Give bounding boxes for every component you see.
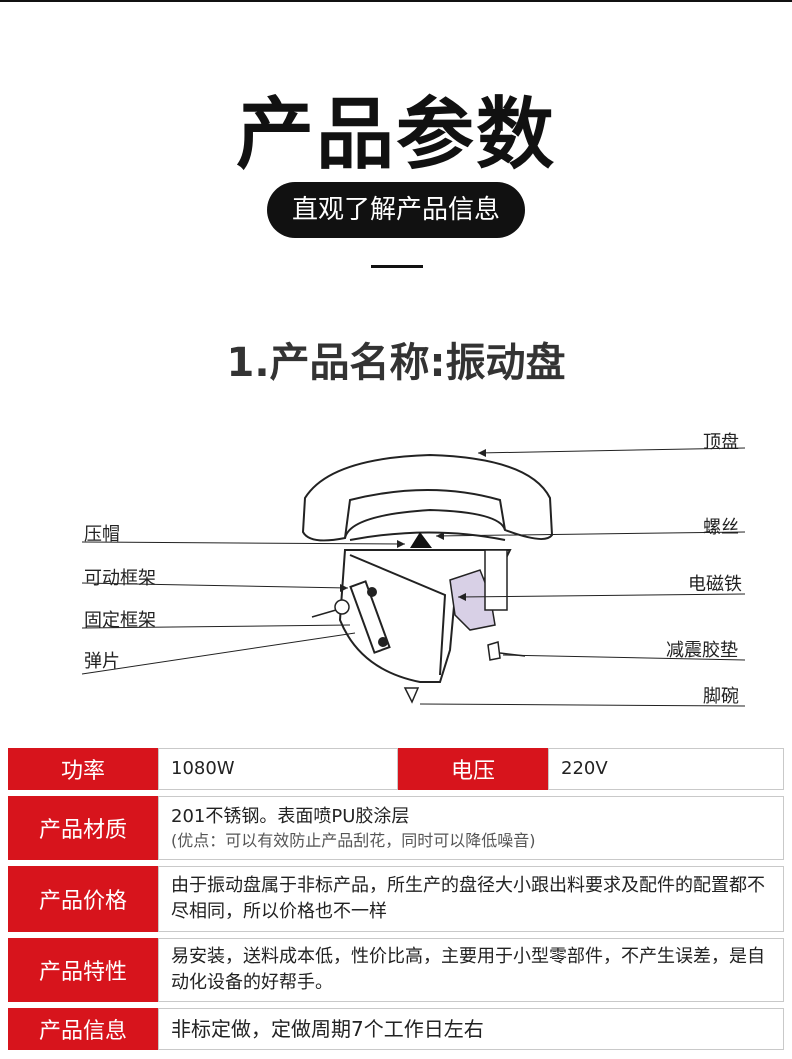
label-movable-frame: 可动框架 — [84, 568, 156, 589]
voltage-value: 220V — [548, 748, 784, 790]
spec-row-power-voltage: 功率 1080W 电压 220V — [8, 748, 784, 790]
spec-row-material: 产品材质 201不锈钢。表面喷PU胶涂层 (优点：可以有效防止产品刮花，同时可以… — [8, 796, 784, 860]
feature-value: 易安装，送料成本低，性价比高，主要用于小型零部件，不产生误差，是自动化设备的好帮… — [158, 938, 784, 1002]
label-screw: 螺丝 — [703, 517, 739, 538]
product-name-heading: 1.产品名称:振动盘 — [226, 340, 566, 386]
material-note: (优点：可以有效防止产品刮花，同时可以降低噪音) — [171, 831, 536, 850]
section-pill: 直观了解产品信息 — [267, 182, 525, 238]
price-label: 产品价格 — [8, 866, 158, 932]
top-divider — [0, 0, 792, 2]
spec-row-price: 产品价格 由于振动盘属于非标产品，所生产的盘径大小跟出料要求及配件的配置都不尽相… — [8, 866, 784, 932]
vibration-bowl-diagram: 顶盘 螺丝 电磁铁 减震胶垫 脚碗 压帽 可动框架 固定框架 弹片 — [0, 420, 792, 720]
price-value: 由于振动盘属于非标产品，所生产的盘径大小跟出料要求及配件的配置都不尽相同，所以价… — [158, 866, 784, 932]
label-foot-cup: 脚碗 — [703, 686, 739, 707]
spec-table: 功率 1080W 电压 220V 产品材质 201不锈钢。表面喷PU胶涂层 (优… — [8, 748, 784, 1056]
power-label: 功率 — [8, 748, 158, 790]
label-electromagnet: 电磁铁 — [688, 574, 742, 595]
material-cell: 201不锈钢。表面喷PU胶涂层 (优点：可以有效防止产品刮花，同时可以降低噪音) — [158, 796, 784, 860]
spec-row-feature: 产品特性 易安装，送料成本低，性价比高，主要用于小型零部件，不产生误差，是自动化… — [8, 938, 784, 1002]
bowl-illustration — [81, 447, 746, 707]
material-value: 201不锈钢。表面喷PU胶涂层 — [171, 806, 410, 827]
label-spring-plate: 弹片 — [84, 651, 120, 672]
info-label: 产品信息 — [8, 1008, 158, 1050]
page-title: 产品参数 — [235, 90, 556, 180]
info-value: 非标定做，定做周期7个工作日左右 — [158, 1008, 784, 1050]
power-value: 1080W — [158, 748, 398, 790]
label-pressure-cap: 压帽 — [84, 524, 120, 545]
label-rubber-pad: 减震胶垫 — [666, 640, 738, 661]
spec-row-info: 产品信息 非标定做，定做周期7个工作日左右 — [8, 1008, 784, 1050]
material-label: 产品材质 — [8, 796, 158, 860]
voltage-label: 电压 — [398, 748, 548, 790]
short-divider — [371, 265, 423, 268]
feature-label: 产品特性 — [8, 938, 158, 1002]
label-fixed-frame: 固定框架 — [84, 610, 156, 631]
label-top-plate: 顶盘 — [703, 432, 739, 453]
